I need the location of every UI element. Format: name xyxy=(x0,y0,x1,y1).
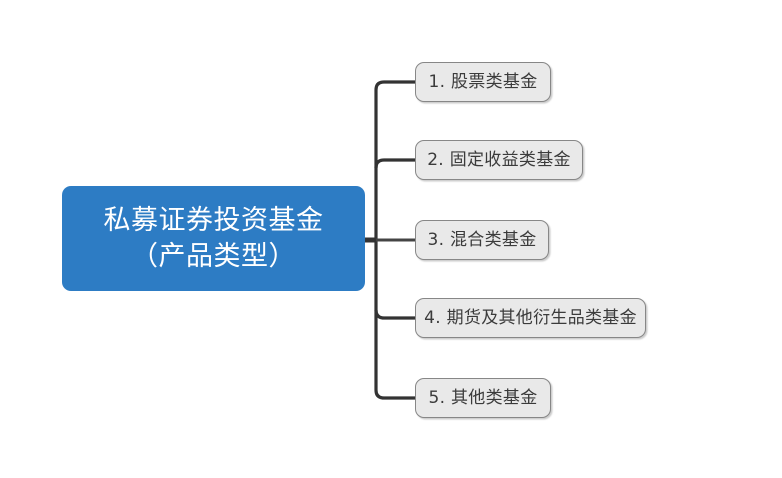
branch-connector-4 xyxy=(374,309,415,320)
root-node-title-line-2: （产品类型） xyxy=(131,240,296,272)
child-node-5-label: 5. 其他类基金 xyxy=(428,388,538,408)
branch-connector-2 xyxy=(374,158,415,169)
child-node-4-label: 4. 期货及其他衍生品类基金 xyxy=(424,308,637,328)
root-node-title-line-1: 私募证券投资基金 xyxy=(103,204,324,236)
child-node-3-label: 3. 混合类基金 xyxy=(427,230,537,250)
child-node-3[interactable]: 3. 混合类基金 xyxy=(415,220,549,260)
child-node-2-label: 2. 固定收益类基金 xyxy=(427,150,571,170)
child-node-2[interactable]: 2. 固定收益类基金 xyxy=(415,140,583,180)
child-node-4[interactable]: 4. 期货及其他衍生品类基金 xyxy=(415,298,646,338)
child-node-1-label: 1. 股票类基金 xyxy=(428,72,538,92)
child-node-5[interactable]: 5. 其他类基金 xyxy=(415,378,551,418)
root-node[interactable]: 私募证券投资基金 （产品类型） xyxy=(62,186,365,291)
child-node-1[interactable]: 1. 股票类基金 xyxy=(415,62,551,102)
trunk-connector xyxy=(374,80,415,400)
